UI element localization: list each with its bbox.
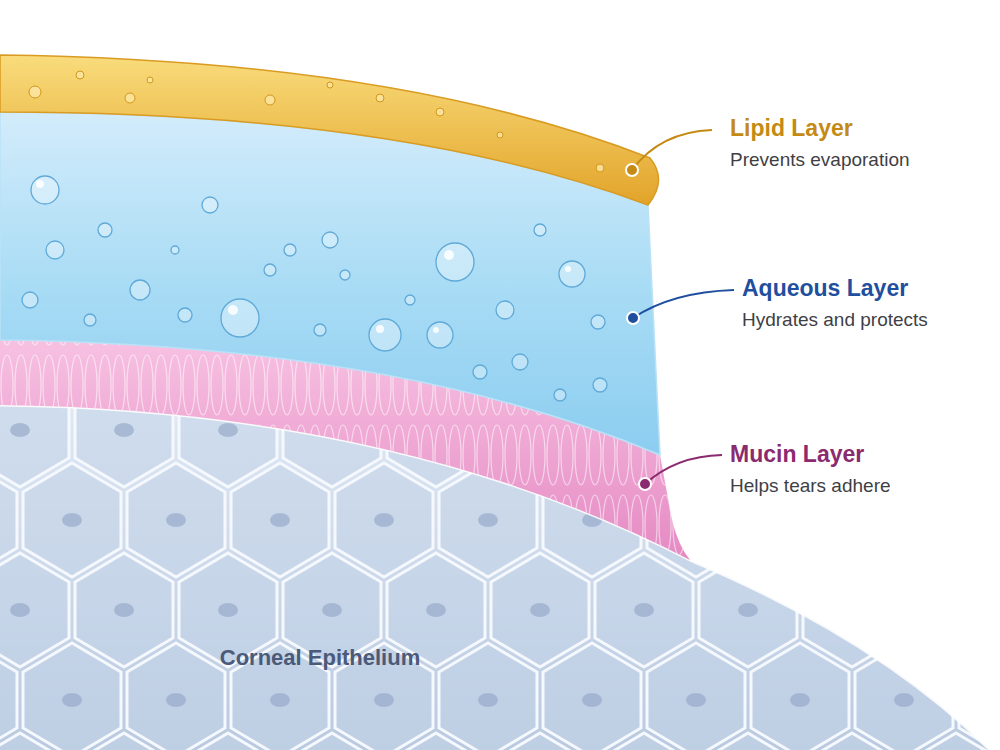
leader-line bbox=[632, 130, 712, 170]
layer-name: Aqueous Layer bbox=[742, 275, 908, 303]
layer-name: Mucin Layer bbox=[730, 441, 864, 469]
layer-function: Helps tears adhere bbox=[730, 475, 891, 498]
layer-name: Lipid Layer bbox=[730, 115, 853, 143]
leader-dot bbox=[626, 164, 638, 176]
leader-line bbox=[633, 290, 734, 318]
leader-dot bbox=[639, 478, 651, 490]
leader-line bbox=[645, 455, 722, 484]
lipid-droplets bbox=[29, 71, 604, 172]
leader-dots bbox=[626, 164, 651, 490]
leader-lines bbox=[632, 130, 734, 484]
lipid-band bbox=[0, 55, 659, 205]
bubble-highlights bbox=[36, 180, 571, 333]
layer-function: Prevents evaporation bbox=[730, 149, 910, 172]
region-label: Corneal Epithelium bbox=[0, 645, 640, 671]
tissue-region: Corneal Epithelium bbox=[0, 560, 640, 750]
layer-function: Hydrates and protects bbox=[742, 309, 928, 332]
aqueous-bubbles bbox=[22, 176, 607, 401]
leader-dot bbox=[627, 312, 639, 324]
